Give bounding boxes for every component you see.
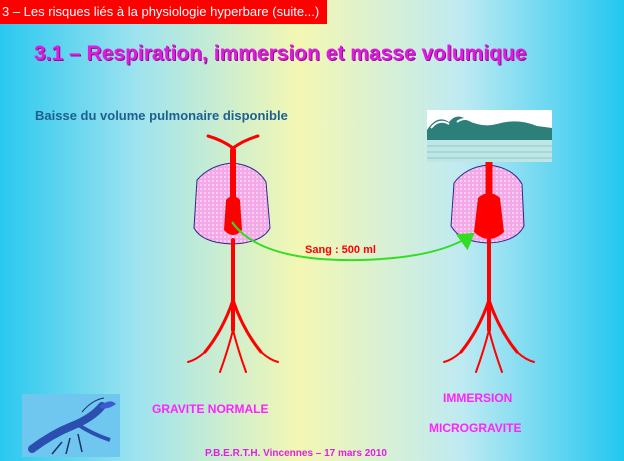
footer: P.B.E.R.T.H. Vincennes – 17 mars 2010: [205, 448, 387, 459]
label-gravite-normale: GRAVITE NORMALE: [152, 402, 268, 416]
blood-vessel-icon: [188, 136, 278, 372]
wave-icon: [427, 110, 552, 162]
lobster-icon: [22, 394, 120, 457]
label-microgravite: MICROGRAVITE: [429, 421, 521, 435]
blood-volume-label: Sang : 500 ml: [305, 244, 376, 256]
heart-immersion: [474, 193, 504, 239]
label-immersion: IMMERSION: [443, 391, 512, 405]
